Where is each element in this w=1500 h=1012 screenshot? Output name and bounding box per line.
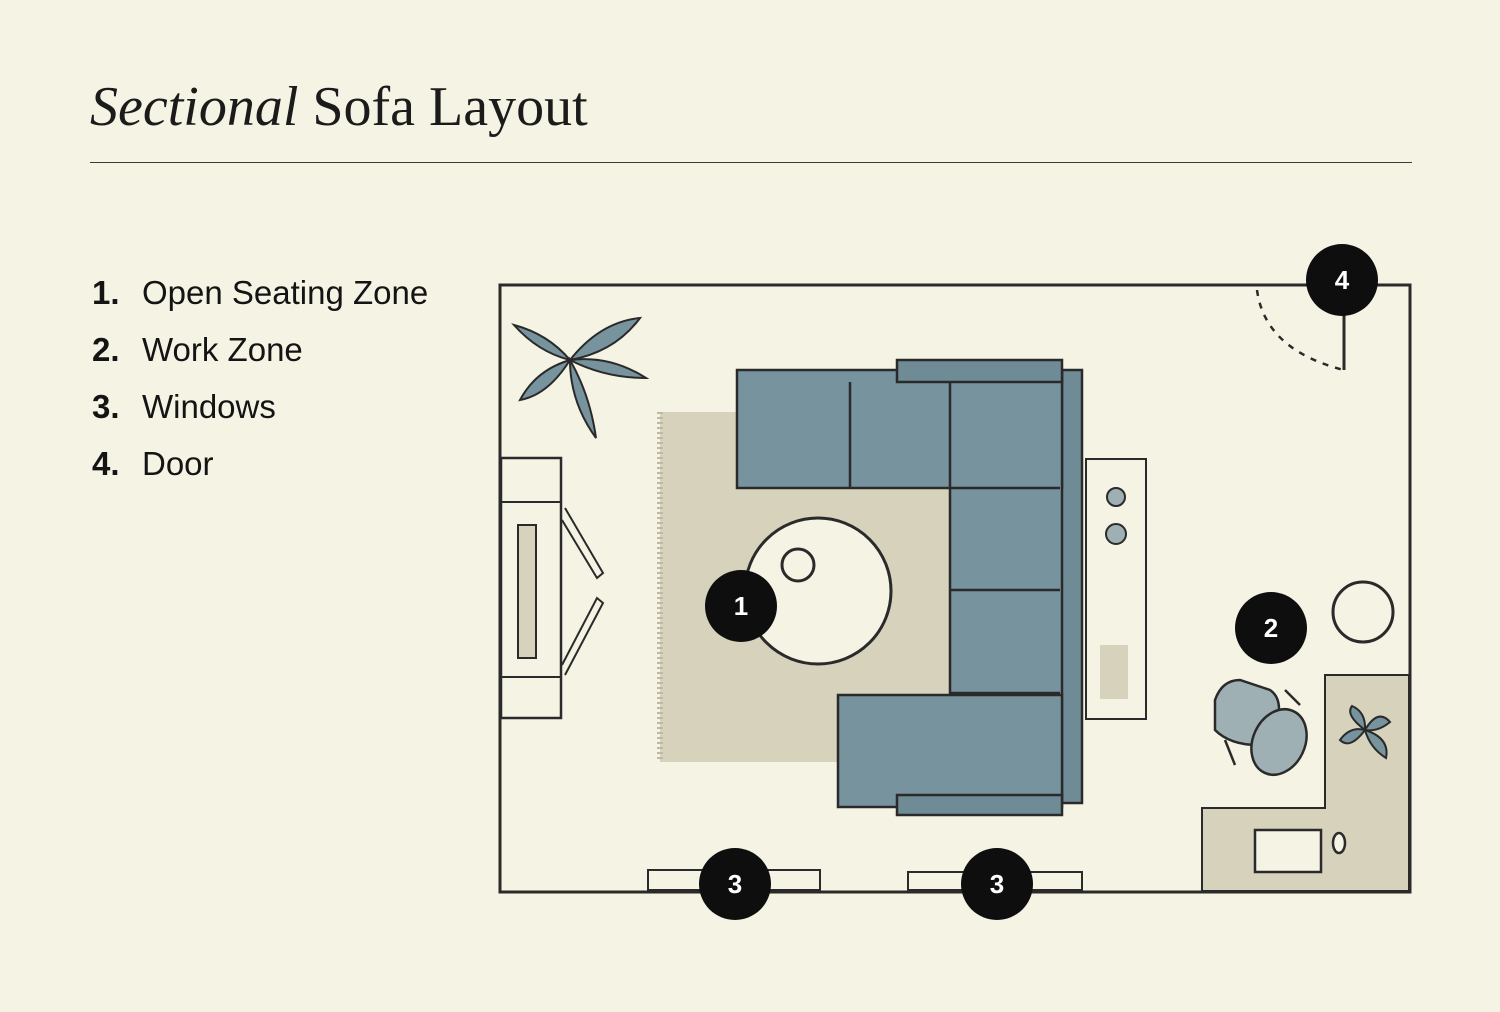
floor-plan: 1 2 3 3 4 [498, 244, 1412, 920]
sectional-sofa [735, 358, 1084, 817]
marker-1-label: 1 [734, 591, 748, 621]
title-italic: Sectional [90, 76, 299, 138]
side-table [1085, 458, 1147, 720]
door-swing [1255, 289, 1346, 372]
title-divider [90, 162, 1412, 163]
legend-label: Work Zone [142, 331, 303, 368]
marker-3-right-label: 3 [990, 869, 1004, 899]
page-title: Sectional Sofa Layout [90, 72, 588, 142]
marker-3-right: 3 [961, 848, 1033, 920]
office-chair-icon [1213, 678, 1308, 776]
tv-screen [517, 524, 537, 659]
speaker-left [561, 507, 605, 580]
tv-console [499, 456, 605, 720]
legend-item-open-seating: 1. Open Seating Zone [92, 270, 432, 315]
speaker-right [561, 596, 605, 676]
marker-2-label: 2 [1264, 613, 1278, 643]
legend-item-windows: 3. Windows [92, 384, 432, 429]
laptop [1253, 828, 1323, 874]
legend-number: 3. [92, 388, 120, 425]
legend-number: 4. [92, 445, 120, 482]
legend: 1. Open Seating Zone 2. Work Zone 3. Win… [92, 270, 432, 498]
small-plant-icon [1338, 704, 1392, 760]
palm-plant-icon [511, 316, 650, 439]
marker-3-left: 3 [699, 848, 771, 920]
mouse [1331, 831, 1347, 855]
legend-number: 1. [92, 274, 120, 311]
legend-label: Open Seating Zone [142, 274, 429, 311]
round-side-table [1331, 580, 1395, 644]
legend-number: 2. [92, 331, 120, 368]
legend-label: Windows [142, 388, 276, 425]
title-rest: Sofa Layout [312, 76, 588, 138]
marker-4-label: 4 [1335, 265, 1350, 295]
marker-2: 2 [1235, 592, 1307, 664]
marker-1: 1 [705, 570, 777, 642]
legend-item-work-zone: 2. Work Zone [92, 327, 432, 372]
legend-item-door: 4. Door [92, 441, 432, 486]
marker-3-left-label: 3 [728, 869, 742, 899]
legend-label: Door [142, 445, 214, 482]
marker-4: 4 [1306, 244, 1378, 316]
